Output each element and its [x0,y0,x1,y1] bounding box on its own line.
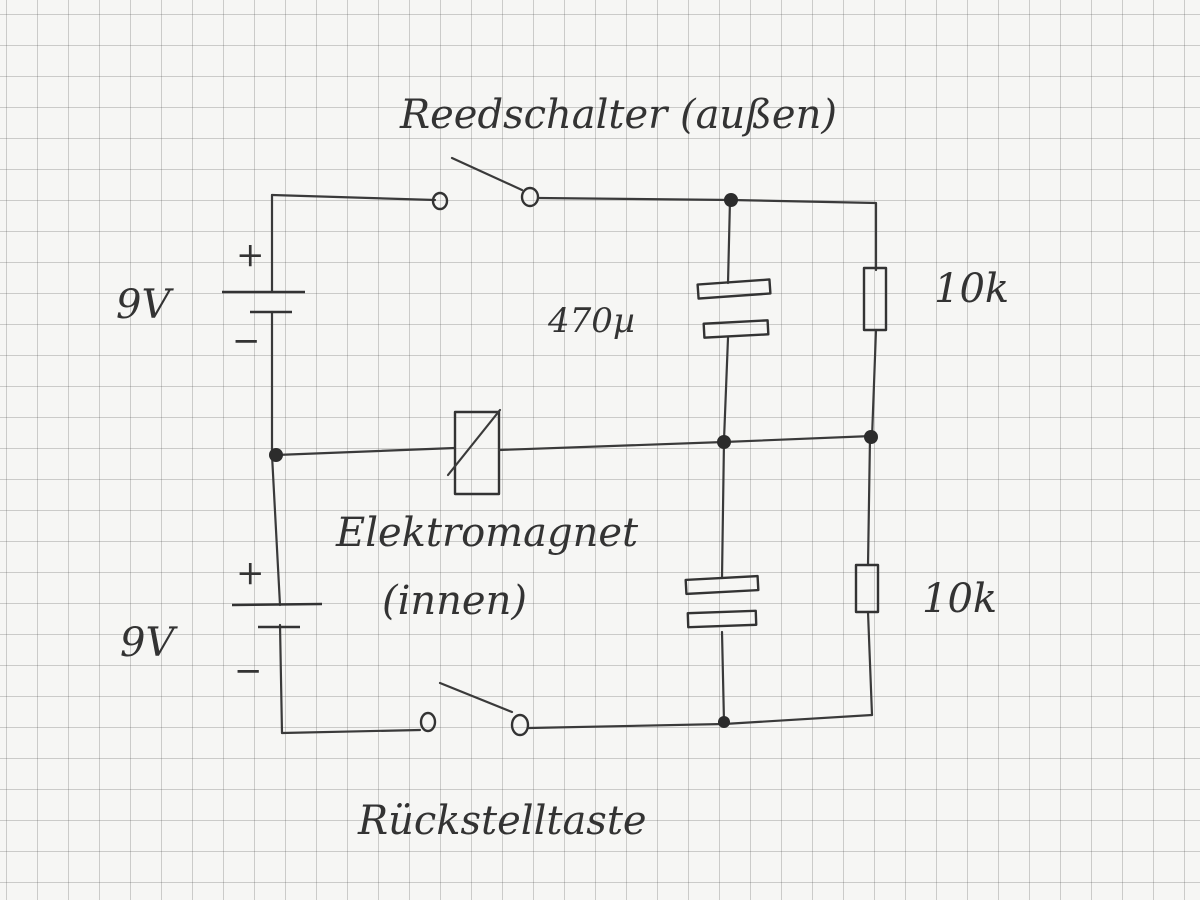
battery-top-voltage-label: 9V [116,282,174,328]
resistor-bottom-wire [866,436,874,717]
electromagnet [446,408,502,496]
resistor-top-wire [870,328,878,440]
battery-bottom-minus-label: − [234,651,263,691]
reset-button-label: Rückstelltaste [357,798,647,844]
reset-button [419,681,530,737]
capacitor-top-label: 470µ [547,301,635,341]
electromagnet-sublabel: (innen) [382,578,527,624]
top-wire-left [270,193,437,202]
bottom-wire-right [527,713,874,730]
junction-middle-right [864,430,878,444]
junction-bottom-cap [718,716,730,728]
battery-top-minus-label: − [232,321,261,361]
resistor-top-label: 10k [934,266,1009,312]
top-wire-right [536,196,878,272]
battery-bottom-long-plate [231,602,323,607]
capacitor-bottom [684,574,760,629]
reed-switch [431,156,540,211]
capacitor-top [696,278,772,339]
bottom-wire-left [280,728,422,735]
electromagnet-label: Elektromagnet [335,510,639,556]
junction-top-cap [724,193,738,207]
battery-bottom [231,602,323,629]
battery-bottom-plus-label: + [236,553,265,593]
junction-middle-cap [717,435,731,449]
middle-wire-left [274,446,457,457]
battery-top [222,290,305,314]
resistor-top [862,266,888,332]
middle-wire-right [497,434,874,452]
reset-button-lever [438,681,514,714]
battery-bottom-voltage-label: 9V [120,620,178,666]
reed-switch-contact-right [520,186,540,208]
reed-switch-label: Reedschalter (außen) [399,92,837,138]
reed-switch-lever [450,156,524,192]
reset-button-contact-right [510,713,530,737]
resistor-bottom [854,563,880,614]
cap-bottom-wire [720,438,726,724]
cap-top-wire [722,198,732,442]
resistor-bottom-label: 10k [922,576,997,622]
left-rail-wire [270,193,284,735]
reset-button-contact-left [419,711,437,733]
battery-top-plus-label: + [236,235,265,275]
reed-switch-contact-left [431,191,449,211]
junction-left-middle [269,448,283,462]
